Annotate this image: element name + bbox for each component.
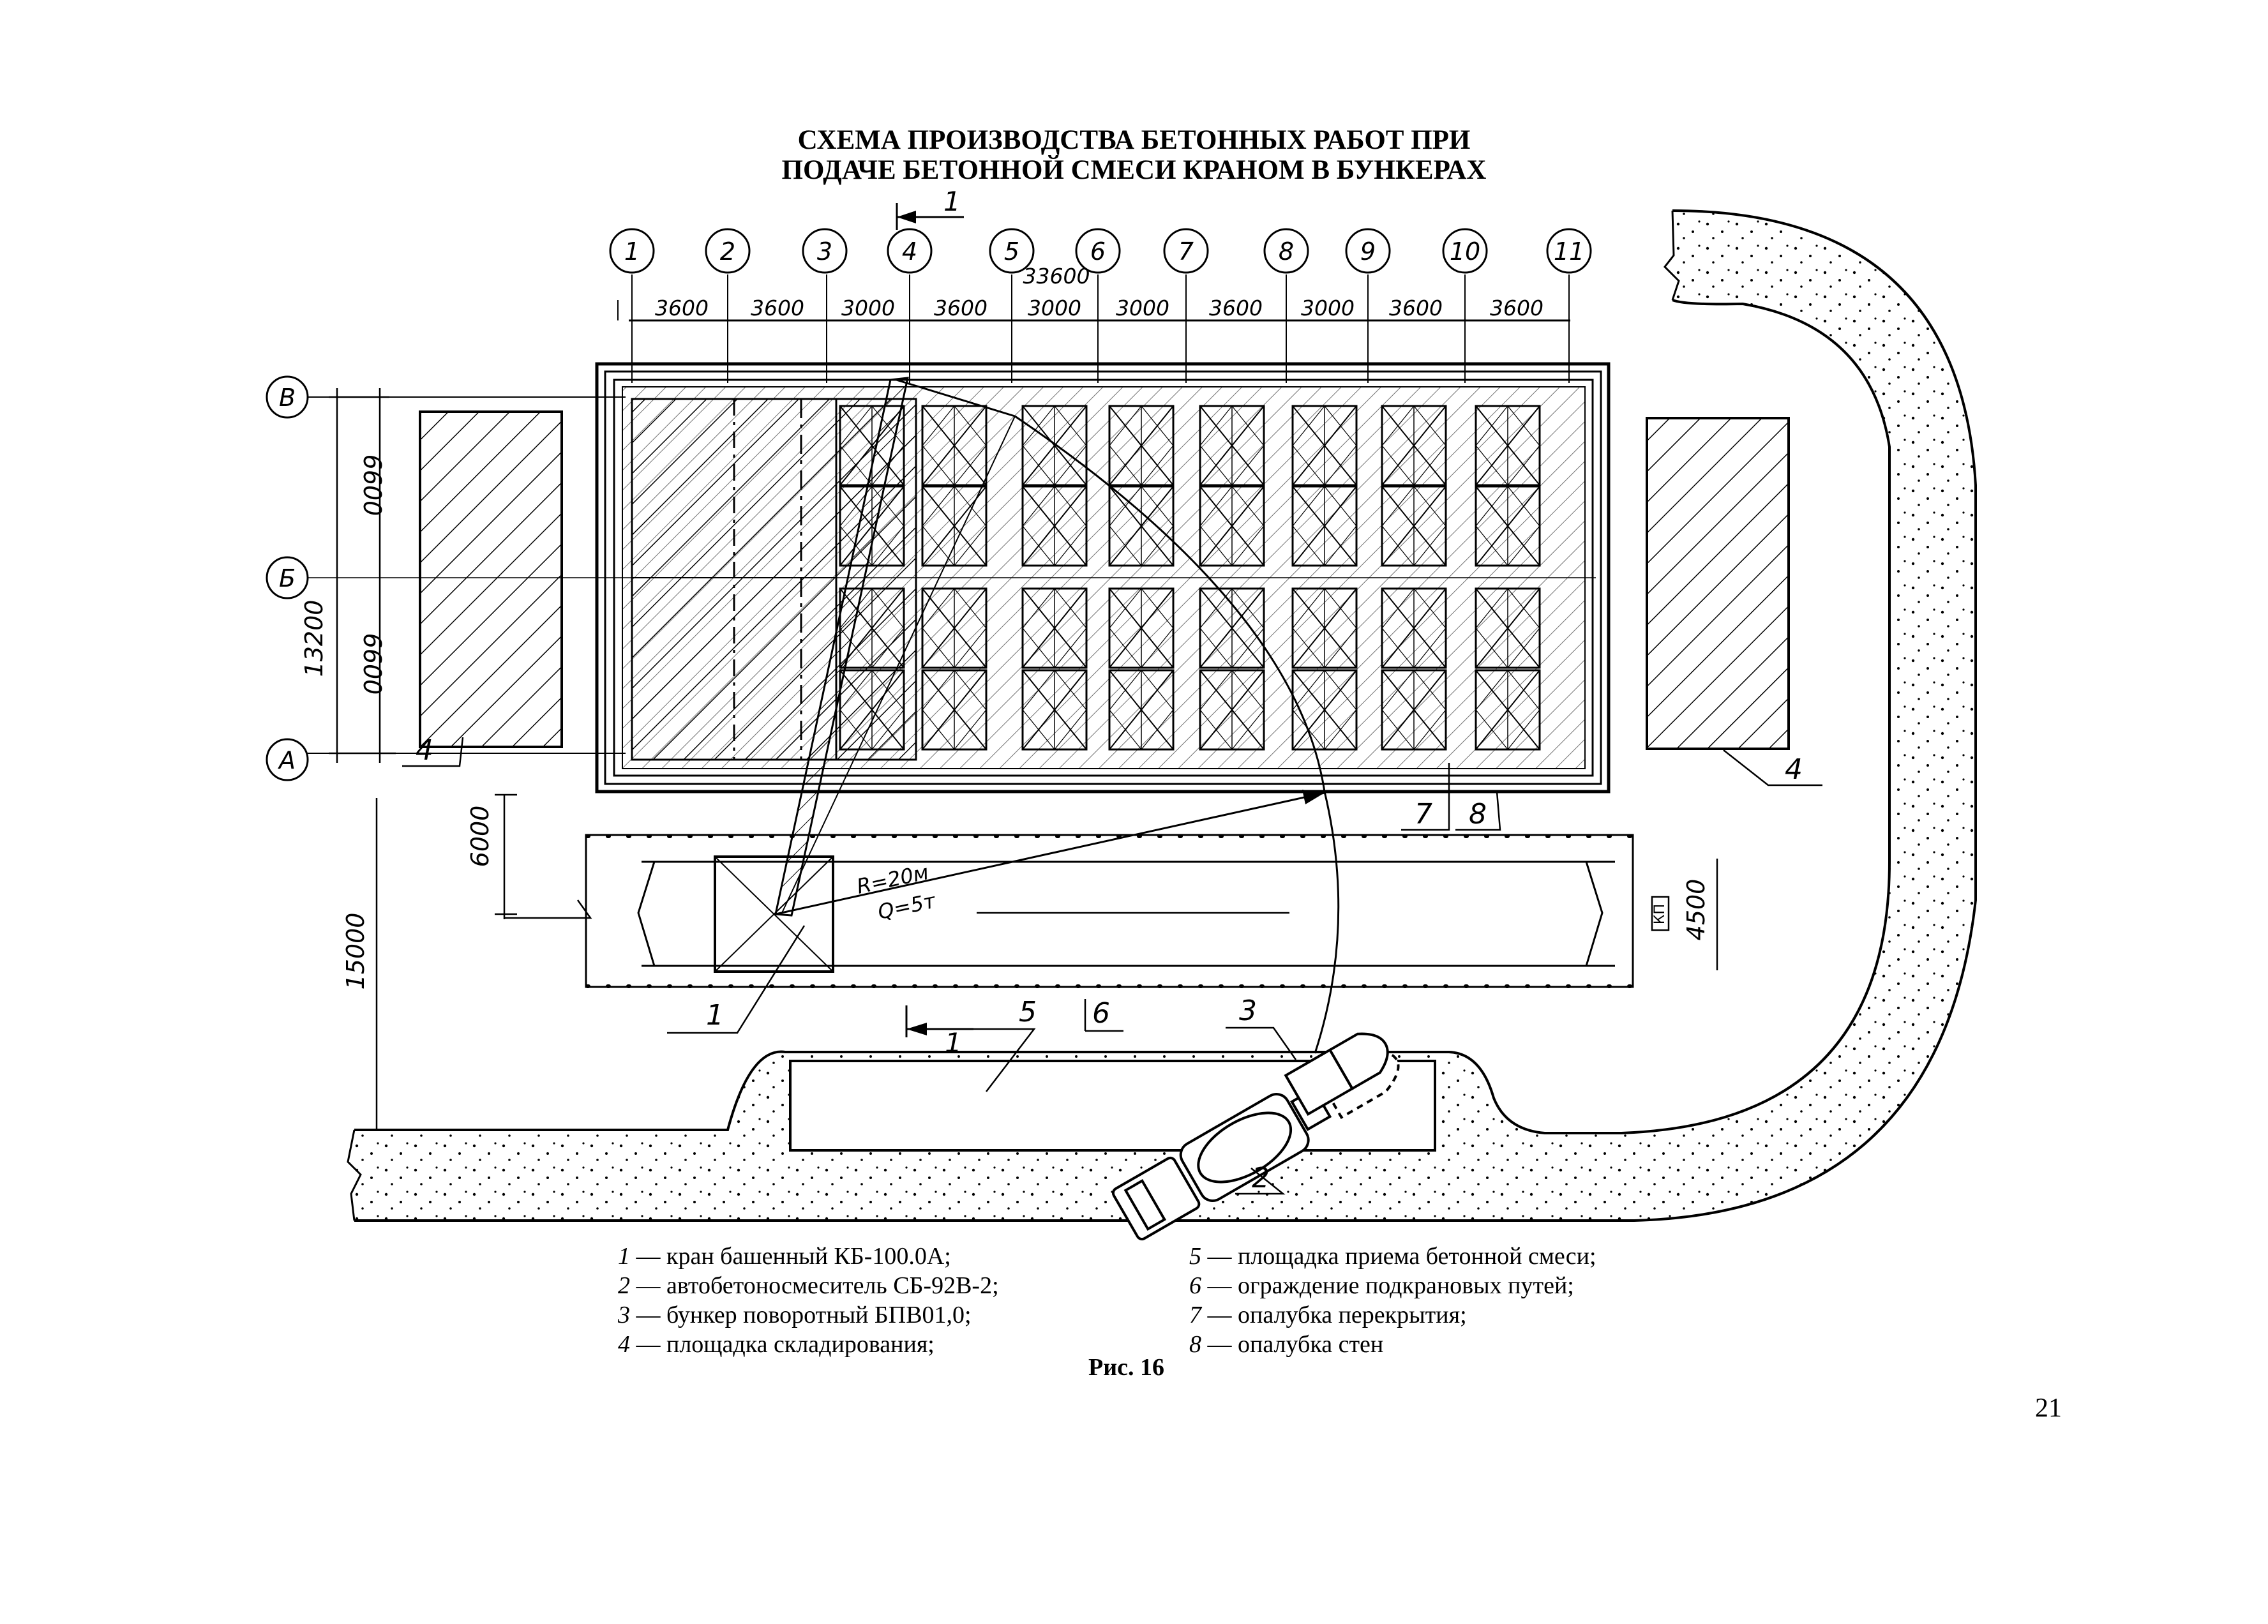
- axis-marker-2: 2: [705, 228, 751, 274]
- legend-item: 6 — ограждение подкрановых путей;: [1189, 1272, 1574, 1299]
- dim-to-track: 6000: [466, 806, 494, 868]
- page-number: 21: [2035, 1394, 2062, 1423]
- storage-platform-left: [419, 410, 563, 748]
- axis-marker-b: Б: [266, 556, 309, 599]
- callout-3: 3: [1239, 995, 1257, 1027]
- axis-label: 2: [720, 237, 735, 266]
- dim-track-width: 4500: [1682, 879, 1710, 941]
- dim-8-9: 3000: [1301, 296, 1355, 320]
- axis-marker-7: 7: [1163, 228, 1209, 274]
- dim-3-4: 3000: [841, 296, 895, 320]
- callout-labels: 1 3 5 6 4 4 7 8 2: [416, 734, 1803, 1194]
- axis-label: Б: [279, 564, 296, 592]
- axis-marker-8: 8: [1263, 228, 1309, 274]
- axis-label: 6: [1090, 237, 1106, 266]
- legend-item: 8 — опалубка стен: [1189, 1331, 1384, 1358]
- axis-marker-9: 9: [1345, 228, 1391, 274]
- callout-8: 8: [1469, 798, 1487, 831]
- section-mark-bottom: 1: [905, 1005, 973, 1058]
- callout-6: 6: [1092, 997, 1110, 1030]
- crane-params: R=20м Q=5т: [855, 860, 938, 924]
- axis-label: 1: [624, 237, 640, 266]
- crane-track: КП: [504, 834, 1670, 988]
- legend-item: 7 — опалубка перекрытия;: [1189, 1302, 1467, 1328]
- dim-bay-2: 6600: [358, 633, 386, 695]
- legend-right: 5 — площадка приема бетонной смеси; 6 — …: [1189, 1242, 1596, 1359]
- callout-2: 2: [1252, 1162, 1270, 1194]
- axis-label: 10: [1450, 237, 1480, 266]
- callout-4-left: 4: [416, 734, 433, 767]
- storage-platform-right: [1646, 417, 1790, 750]
- dim-6-7: 3000: [1116, 296, 1169, 320]
- bay-dimensions: [329, 388, 517, 1131]
- axis-label: 4: [902, 237, 917, 266]
- axis-marker-v: В: [266, 375, 309, 419]
- dim-7-8: 3600: [1209, 296, 1263, 320]
- axis-marker-3: 3: [802, 228, 848, 274]
- title-line-1: СХЕМА ПРОИЗВОДСТВА БЕТОННЫХ РАБОТ ПРИ: [797, 125, 1471, 155]
- dim-overall: 33600: [1023, 264, 1090, 289]
- dim-5-6: 3000: [1028, 296, 1081, 320]
- legend-left: 1 — кран башенный КБ-100.0А; 2 — автобет…: [618, 1242, 999, 1359]
- legend-item: 3 — бункер поворотный БПВ01,0;: [618, 1302, 972, 1328]
- axis-label: 8: [1279, 237, 1294, 266]
- access-road: [347, 209, 1977, 1222]
- concrete-mixer-truck: [1111, 1032, 1400, 1241]
- axis-marker-a: А: [266, 738, 309, 781]
- dim-2-3: 3600: [751, 296, 804, 320]
- callout-leaders: [402, 737, 1822, 1195]
- legend-item: 2 — автобетоносмеситель СБ-92В-2;: [618, 1272, 999, 1299]
- column-dimensions: 3600 3600 3000 3600 3000 3000 3600 3000 …: [655, 264, 1543, 320]
- dim-10-11: 3600: [1490, 296, 1543, 320]
- dim-4-5: 3600: [934, 296, 988, 320]
- row-axis-markers: В Б А: [266, 375, 309, 781]
- crane-boom: [774, 377, 1340, 1054]
- dim-9-10: 3600: [1389, 296, 1443, 320]
- dim-bay-1: 6600: [358, 455, 386, 516]
- axis-label: 3: [817, 237, 832, 266]
- callout-1: 1: [706, 999, 724, 1032]
- axis-label: 7: [1178, 237, 1194, 266]
- column-axis-markers: 1 2 3 4 5 6 7 8 9 10 11: [609, 228, 1592, 274]
- section-mark-top: 1: [896, 186, 964, 230]
- axis-marker-6: 6: [1075, 228, 1121, 274]
- axis-marker-1: 1: [609, 228, 655, 274]
- axis-label: В: [279, 384, 296, 412]
- figure-caption: Рис. 16: [1088, 1354, 1164, 1381]
- track-label: КП: [1652, 904, 1668, 924]
- axis-marker-11: 11: [1546, 228, 1592, 274]
- axis-marker-4: 4: [887, 228, 933, 274]
- axis-marker-5: 5: [989, 228, 1035, 274]
- crane-capacity: Q=5т: [876, 888, 938, 924]
- section-number: 1: [943, 186, 961, 217]
- callout-5: 5: [1019, 996, 1037, 1028]
- section-number: 1: [945, 1027, 962, 1058]
- diagram-title: СХЕМА ПРОИЗВОДСТВА БЕТОННЫХ РАБОТ ПРИ ПО…: [0, 125, 2268, 185]
- dim-to-road: 15000: [342, 913, 370, 990]
- axis-label: 11: [1554, 237, 1584, 266]
- title-line-2: ПОДАЧЕ БЕТОННОЙ СМЕСИ КРАНОМ В БУНКЕРАХ: [781, 155, 1487, 185]
- callout-4-right: 4: [1785, 753, 1803, 786]
- axis-label: 5: [1004, 237, 1019, 266]
- dim-total-width: 13200: [300, 600, 328, 677]
- axis-label: А: [277, 746, 296, 774]
- legend-item: 4 — площадка складирования;: [618, 1331, 935, 1358]
- legend-item: 5 — площадка приема бетонной смеси;: [1189, 1243, 1596, 1270]
- callout-7: 7: [1415, 798, 1432, 831]
- dim-1-2: 3600: [655, 296, 709, 320]
- legend-item: 1 — кран башенный КБ-100.0А;: [618, 1243, 951, 1270]
- axis-label: 9: [1360, 237, 1376, 266]
- axis-marker-10: 10: [1442, 228, 1488, 274]
- grid-lines: [306, 274, 1596, 754]
